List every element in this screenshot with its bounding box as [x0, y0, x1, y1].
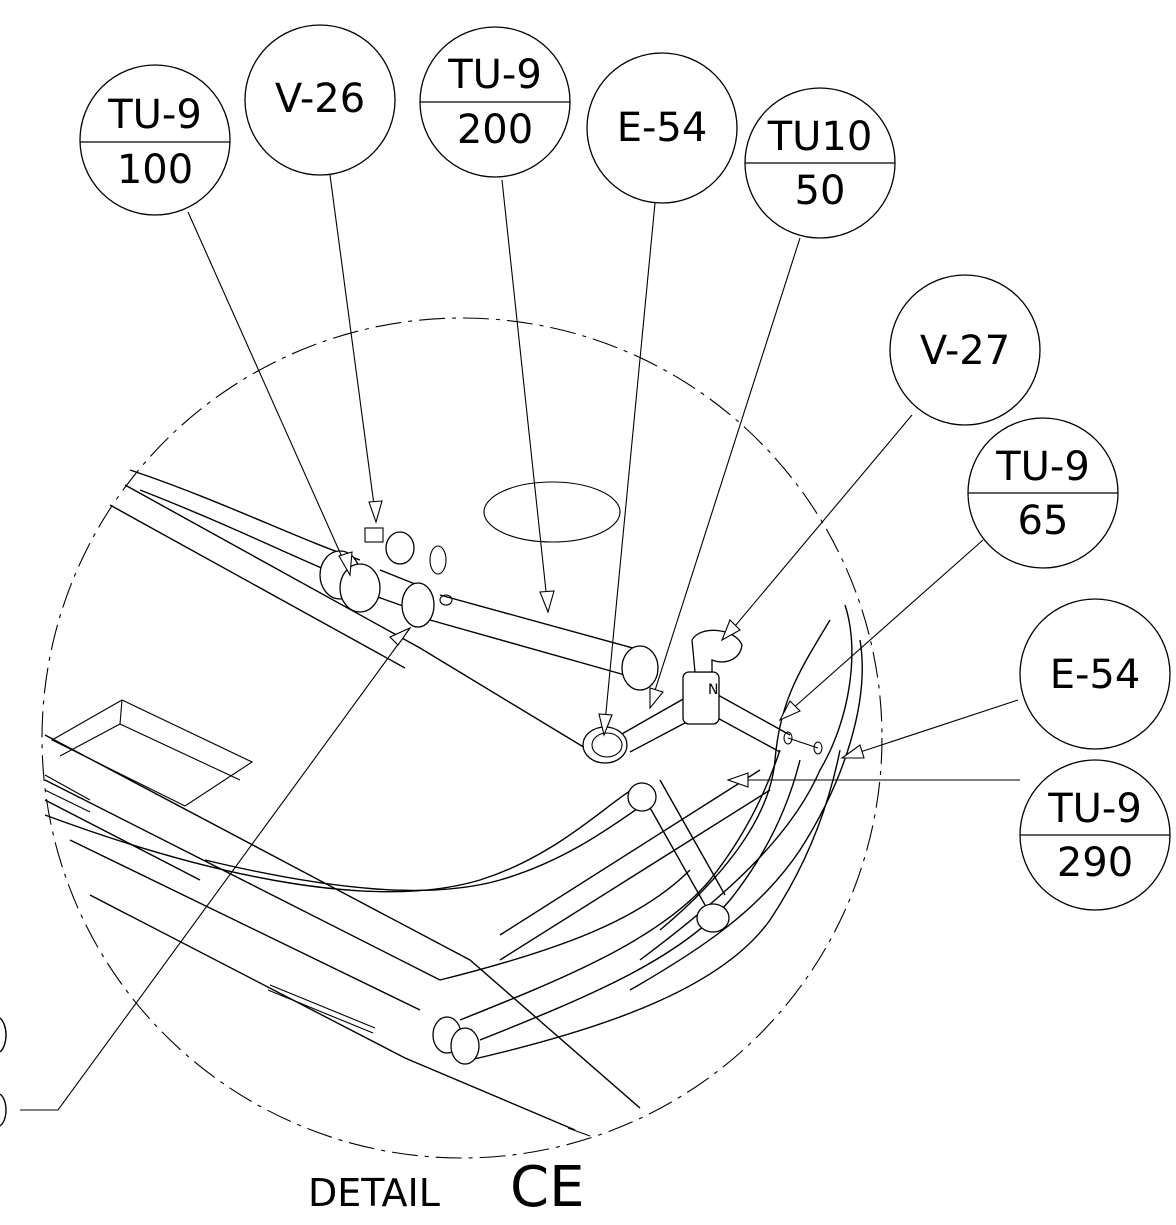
callout-top-text: TU-9 — [1047, 786, 1142, 832]
callout-tu9-65: TU-9 65 — [967, 417, 1119, 569]
callout-top-text: TU-9 — [447, 52, 542, 98]
callout-tu10-50: TU10 50 — [744, 87, 896, 239]
callout-tu9-200: TU-9 200 — [419, 26, 571, 178]
callout-bottom-text: 65 — [1018, 498, 1069, 544]
callout-top-text: V-26 — [275, 76, 365, 122]
leader-tu9-100 — [187, 211, 351, 576]
callout-bottom-text: 200 — [457, 107, 533, 153]
leader-offpage — [20, 627, 411, 1111]
partial-bubble-lower — [0, 1093, 7, 1127]
callout-bubble — [79, 64, 231, 216]
leader-e54-right — [841, 699, 1019, 759]
callout-top-text: TU-9 — [995, 444, 1090, 490]
arrowheads — [338, 500, 865, 788]
callout-top-text: TU-9 — [107, 92, 202, 138]
callout-top-text: TU10 — [767, 114, 873, 160]
callout-v27: V-27 — [889, 274, 1041, 426]
leader-e54-top — [603, 202, 656, 734]
leader-v27 — [724, 414, 913, 639]
detail-label-big: CE — [510, 1155, 584, 1220]
leader-v26 — [329, 174, 377, 521]
callout-e54-top: E-54 — [586, 52, 738, 204]
callout-bubble — [586, 52, 738, 204]
callout-tu9-100: TU-9 100 — [79, 64, 231, 216]
callout-top-text: E-54 — [1050, 652, 1141, 698]
callout-bubble — [244, 24, 396, 176]
callout-bubble — [889, 274, 1041, 426]
leader-tu9-200 — [501, 179, 549, 611]
deck-opening — [483, 481, 621, 543]
leader-tu9-65 — [781, 539, 984, 719]
callout-tu9-290: TU-9 290 — [1019, 759, 1171, 911]
callout-bottom-text: 50 — [795, 168, 846, 214]
callout-top-text: E-54 — [617, 105, 708, 151]
detail-label-small: DETAIL — [308, 1171, 440, 1215]
partial-bubble-upper — [0, 1017, 7, 1053]
callout-v26: V-26 — [244, 24, 396, 176]
upper-pipe-run: N — [319, 527, 823, 1065]
callout-bubble — [1019, 598, 1171, 750]
detail-boundary-circle — [41, 317, 883, 1159]
callout-e54-right: E-54 — [1019, 598, 1171, 750]
leader-lines — [20, 174, 1020, 1111]
leader-tu10-50 — [649, 237, 801, 707]
callout-top-text: V-27 — [920, 328, 1010, 374]
svg-text:N: N — [708, 682, 718, 698]
callout-bottom-text: 100 — [117, 147, 193, 193]
callout-bottom-text: 290 — [1057, 840, 1133, 886]
detail-title: DETAIL CE — [308, 1155, 584, 1220]
